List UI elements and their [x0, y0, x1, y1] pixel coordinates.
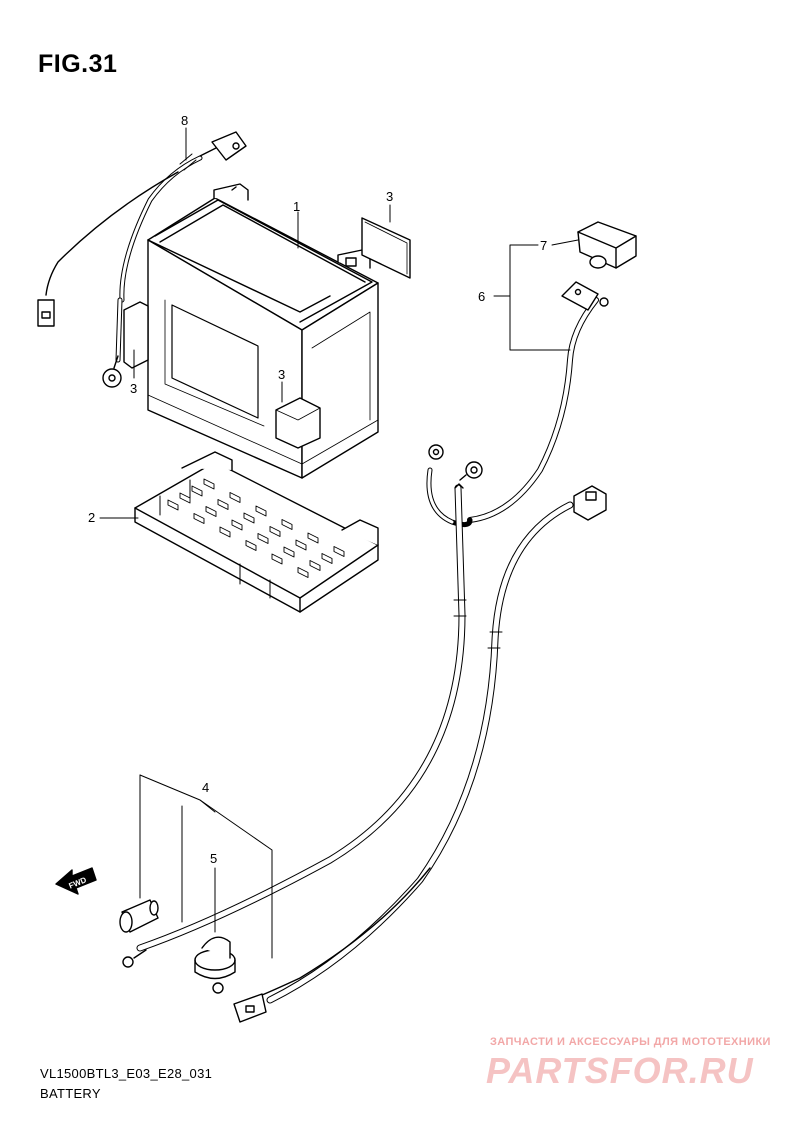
tray-slot: [231, 519, 243, 531]
callout-4: 4: [202, 780, 210, 795]
tray-slot: [229, 492, 241, 503]
callout-7: 7: [540, 238, 548, 253]
tray-slot: [283, 546, 295, 558]
terminal-boot: [119, 899, 159, 933]
battery: [147, 183, 379, 479]
terminal-cap: [577, 221, 637, 269]
pad-left: [123, 301, 149, 369]
tray-slot: [271, 553, 283, 565]
rubber-cover: [194, 936, 236, 994]
callout-5: 5: [210, 851, 218, 866]
callout-8: 8: [181, 113, 189, 128]
tray-slots: [167, 478, 345, 578]
tray-slot: [321, 553, 333, 564]
pad-top: [361, 217, 411, 279]
relay-lead: [467, 281, 609, 523]
model-code: VL1500BTL3_E03_E28_031: [40, 1066, 213, 1081]
fwd-direction-arrow: FWD: [55, 867, 97, 895]
tray-slot: [167, 499, 179, 511]
tray-slot: [203, 478, 215, 490]
battery-lead: [37, 131, 247, 388]
wire-harness: [233, 485, 607, 1023]
battery-tray: [134, 451, 379, 613]
tray-slot: [193, 513, 205, 524]
tray-slot: [297, 567, 309, 578]
tray-slot: [191, 485, 203, 497]
tray-slot: [333, 546, 345, 557]
tray-slot: [295, 539, 307, 551]
tray-slot: [307, 532, 319, 544]
tray-slot: [179, 492, 191, 504]
callout-1: 1: [293, 199, 301, 214]
leader-lines: [99, 127, 579, 959]
callout-3-pad-left: 3: [130, 381, 138, 396]
tray-slot: [205, 506, 217, 517]
callout-2: 2: [88, 510, 96, 525]
watermark-brand-logo: PARTSFOR.RU: [486, 1050, 754, 1091]
tray-slot: [245, 540, 257, 551]
tray-slot: [217, 499, 229, 510]
tray-slot: [243, 512, 255, 524]
figure-caption: BATTERY: [40, 1086, 101, 1101]
battery-cable-ring-terminals: [122, 444, 483, 968]
tray-slot: [219, 526, 231, 538]
tray-slot: [269, 526, 281, 537]
callout-6: 6: [478, 289, 486, 304]
tray-slot: [255, 505, 267, 517]
callout-3-pad-top: 3: [386, 189, 394, 204]
callout-3-pad-front: 3: [278, 367, 286, 382]
tray-slot: [257, 533, 269, 544]
pad-front: [275, 397, 321, 449]
figure-title: FIG.31: [38, 50, 118, 78]
watermark-tagline: ЗАПЧАСТИ И АКСЕССУАРЫ ДЛЯ МОТОТЕХНИКИ: [490, 1036, 771, 1048]
tray-slot: [281, 519, 293, 530]
tray-slot: [309, 560, 321, 571]
